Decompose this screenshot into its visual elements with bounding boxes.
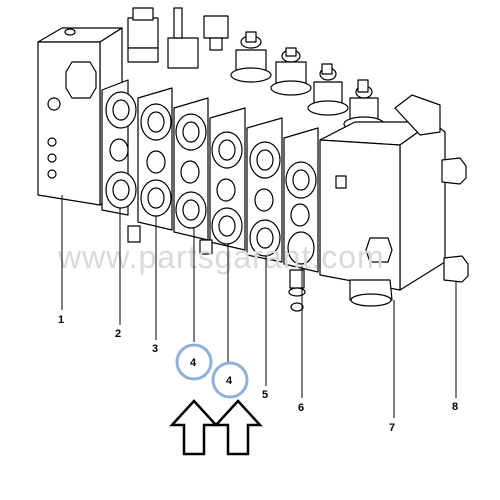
control-spools bbox=[127, 7, 385, 132]
valve-section-5 bbox=[246, 117, 283, 263]
watermark-text: www.partsgarant.com bbox=[57, 239, 385, 275]
valve-section-3 bbox=[137, 87, 173, 231]
callout-label-1: 1 bbox=[58, 314, 64, 326]
callout-label-7: 7 bbox=[389, 422, 395, 434]
highlight-ring-4b bbox=[211, 361, 249, 399]
callout-label-5: 5 bbox=[262, 389, 268, 401]
callout-label-3: 3 bbox=[152, 343, 158, 355]
up-arrow-icon bbox=[213, 399, 263, 456]
callout-label-6: 6 bbox=[298, 402, 304, 414]
leader-lines bbox=[61, 195, 457, 418]
highlight-ring-4a bbox=[175, 343, 213, 381]
side-bolts bbox=[441, 157, 469, 283]
callout-label-8: 8 bbox=[452, 401, 458, 413]
callout-label-4a: 4 bbox=[190, 357, 197, 369]
valve-section-2 bbox=[101, 79, 137, 216]
valve-section-6 bbox=[283, 127, 319, 273]
callout-label-4b: 4 bbox=[226, 375, 233, 387]
outlet-end-block bbox=[319, 94, 446, 307]
valve-section-4a bbox=[173, 97, 209, 241]
valve-section-4b bbox=[209, 107, 246, 251]
inlet-end-block bbox=[37, 27, 123, 206]
bottom-fittings bbox=[127, 225, 306, 312]
up-arrow-icon bbox=[169, 399, 219, 456]
callout-label-2: 2 bbox=[115, 328, 121, 340]
